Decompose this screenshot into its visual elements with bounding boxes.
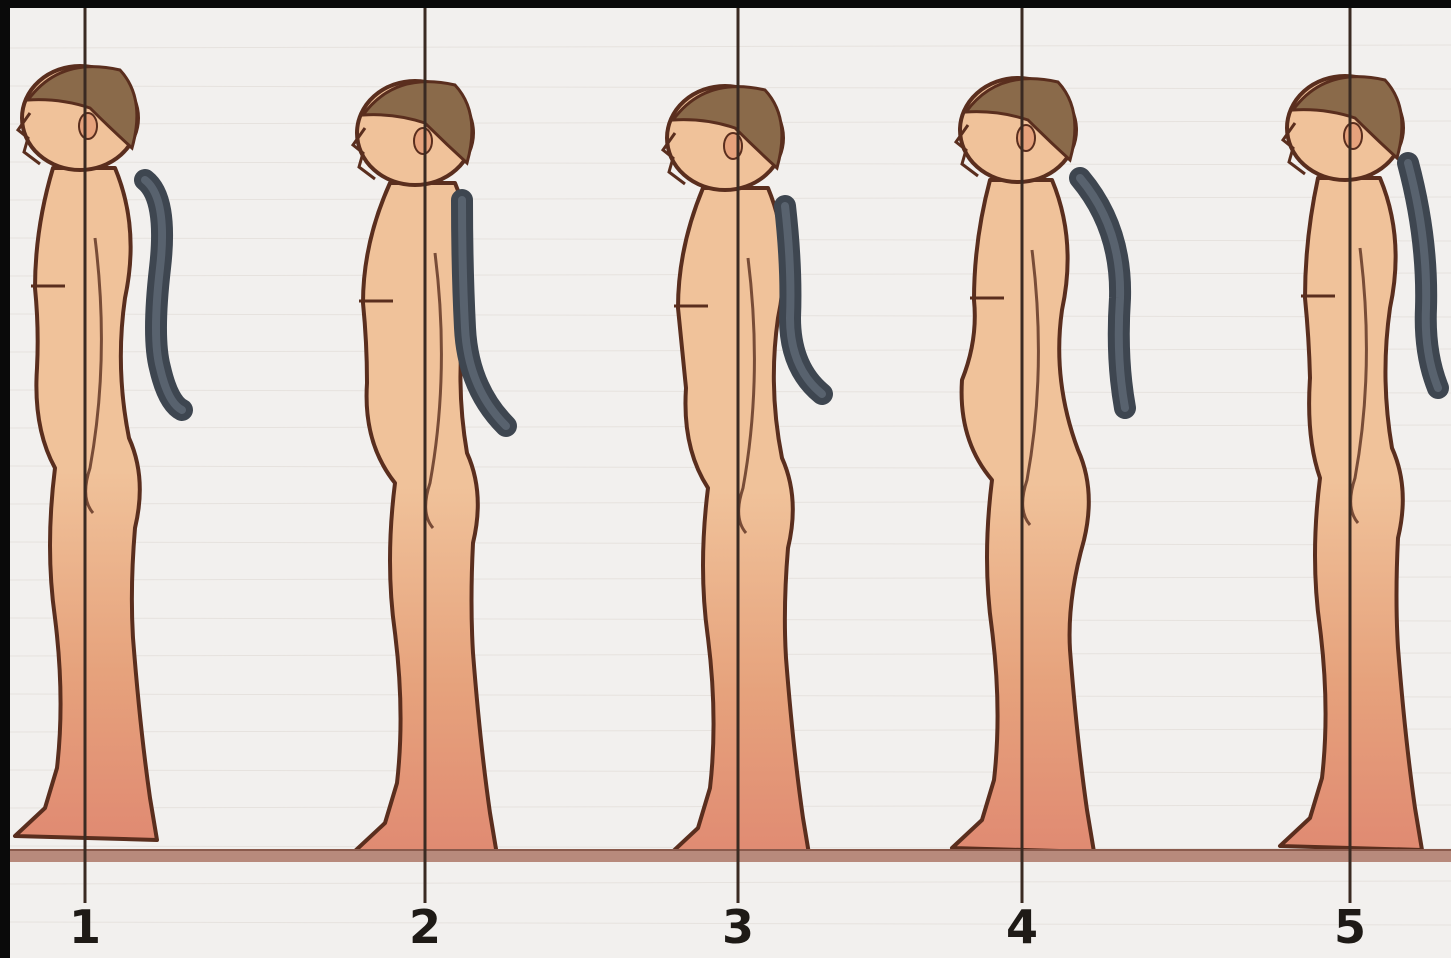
posture-figure-4	[952, 78, 1125, 852]
posture-figure-5	[1280, 76, 1438, 850]
posture-figure-2	[353, 81, 506, 855]
ear	[1344, 123, 1362, 149]
posture-figures-canvas	[10, 8, 1451, 958]
figure-number-5: 5	[1334, 904, 1366, 950]
figure-number-2: 2	[409, 904, 441, 950]
figure-number-4: 4	[1006, 904, 1038, 950]
ear	[1017, 125, 1035, 151]
figure-number-1: 1	[69, 904, 101, 950]
floor-line	[10, 850, 1451, 862]
posture-diagram: 1 2 3 4 5	[10, 8, 1451, 958]
posture-figure-3	[663, 86, 822, 860]
posture-figure-1	[15, 66, 182, 840]
figure-number-3: 3	[722, 904, 754, 950]
ear	[79, 113, 97, 139]
spine-curve-highlight	[1080, 178, 1125, 408]
ear	[414, 128, 432, 154]
